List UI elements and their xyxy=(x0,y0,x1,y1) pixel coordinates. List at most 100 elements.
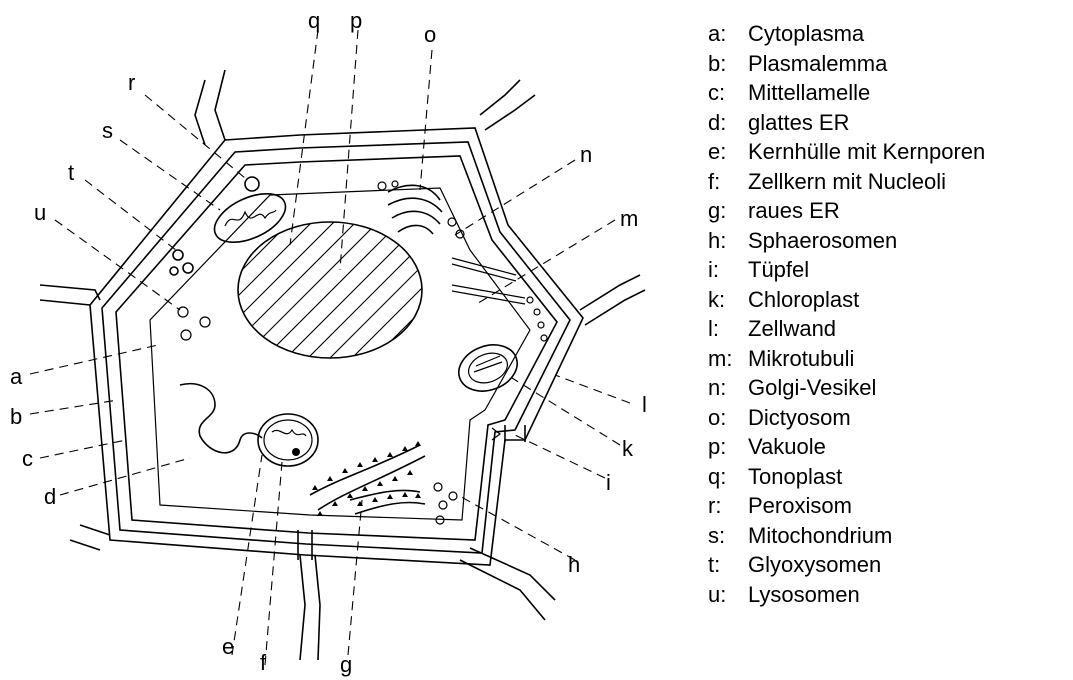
legend-label: raues ER xyxy=(748,198,840,223)
legend-key: e: xyxy=(708,137,748,167)
legend-item: m:Mikrotubuli xyxy=(708,344,1068,374)
legend-item: o:Dictyosom xyxy=(708,403,1068,433)
sphaerosomes xyxy=(434,483,457,524)
legend-label: Zellwand xyxy=(748,316,836,341)
legend-label: Sphaerosomen xyxy=(748,228,897,253)
legend-label: Peroxisom xyxy=(748,493,852,518)
pointer-p: p xyxy=(350,8,362,33)
legend-key: g: xyxy=(708,196,748,226)
pointer-q: q xyxy=(308,8,320,33)
legend-key: i: xyxy=(708,255,748,285)
legend-label: Mikrotubuli xyxy=(748,346,854,371)
legend-item: q:Tonoplast xyxy=(708,462,1068,492)
pointer-d: d xyxy=(44,484,56,509)
legend-label: glattes ER xyxy=(748,110,850,135)
legend-label: Tonoplast xyxy=(748,464,842,489)
pointer-u: u xyxy=(34,200,46,225)
nucleus xyxy=(20,220,600,360)
pointer-g: g xyxy=(340,652,352,677)
legend-label: Golgi-Vesikel xyxy=(748,375,876,400)
legend-item: u:Lysosomen xyxy=(708,580,1068,610)
pointer-s: s xyxy=(102,118,113,143)
legend-key: m: xyxy=(708,344,748,374)
legend-label: Vakuole xyxy=(748,434,826,459)
legend-item: e:Kernhülle mit Kernporen xyxy=(708,137,1068,167)
ribosome xyxy=(372,457,378,462)
nucleus-hatch-line xyxy=(394,220,534,360)
legend-item: k:Chloroplast xyxy=(708,285,1068,315)
legend-label: Mitochondrium xyxy=(748,523,892,548)
peroxisome xyxy=(245,177,259,191)
small-nucleus xyxy=(258,414,318,466)
ribosome xyxy=(357,462,363,467)
pointer-r: r xyxy=(128,70,135,95)
ribosome xyxy=(415,493,421,498)
lysosomes xyxy=(178,307,210,340)
pointer-k: k xyxy=(622,436,634,461)
ribosome xyxy=(342,468,348,473)
nucleus-hatch-line xyxy=(284,220,424,360)
legend-label: Glyoxysomen xyxy=(748,552,881,577)
legend-item: d:glattes ER xyxy=(708,108,1068,138)
nucleus-hatch-line xyxy=(416,220,556,360)
ribosome xyxy=(407,470,413,475)
nucleus-hatch-line xyxy=(240,220,380,360)
legend-item: c:Mittellamelle xyxy=(708,78,1068,108)
nucleus-hatch-line xyxy=(86,220,226,360)
ribosome xyxy=(377,481,383,486)
legend-key: s: xyxy=(708,521,748,551)
legend-key: d: xyxy=(708,108,748,138)
pointer-b: b xyxy=(10,404,22,429)
legend-label: Tüpfel xyxy=(748,257,809,282)
pointer-h: h xyxy=(568,552,580,577)
ribosome xyxy=(372,497,378,502)
ribosome xyxy=(392,476,398,481)
legend-key: f: xyxy=(708,167,748,197)
plant-cell-diagram: q p o r s n t u m a b l c k d i h e f g xyxy=(0,0,690,680)
legend-key: n: xyxy=(708,373,748,403)
smooth-er xyxy=(180,384,262,453)
legend: a:Cytoplasma b:Plasmalemma c:Mittellamel… xyxy=(708,19,1068,609)
legend-key: p: xyxy=(708,432,748,462)
legend-key: t: xyxy=(708,550,748,580)
legend-item: f:Zellkern mit Nucleoli xyxy=(708,167,1068,197)
legend-item: a:Cytoplasma xyxy=(708,19,1068,49)
legend-key: u: xyxy=(708,580,748,610)
leader-lines xyxy=(30,30,630,665)
pointer-o: o xyxy=(424,22,436,47)
legend-key: a: xyxy=(708,19,748,49)
legend-label: Cytoplasma xyxy=(748,21,864,46)
neighbour-walls xyxy=(40,70,645,660)
ribosome xyxy=(387,494,393,499)
legend-key: b: xyxy=(708,49,748,79)
ribosome xyxy=(402,446,408,451)
glyoxysomes xyxy=(170,250,193,275)
legend-item: g:raues ER xyxy=(708,196,1068,226)
legend-key: o: xyxy=(708,403,748,433)
legend-key: q: xyxy=(708,462,748,492)
legend-key: c: xyxy=(708,78,748,108)
legend-label: Dictyosom xyxy=(748,405,851,430)
chloroplast xyxy=(452,337,523,399)
legend-item: r:Peroxisom xyxy=(708,491,1068,521)
nucleus-hatch-line xyxy=(262,220,402,360)
pointer-f: f xyxy=(260,650,267,675)
microtubules xyxy=(452,258,525,304)
ribosome xyxy=(415,441,421,446)
legend-label: Kernhülle mit Kernporen xyxy=(748,139,985,164)
legend-label: Lysosomen xyxy=(748,582,860,607)
ribosome xyxy=(327,476,333,481)
legend-item: l:Zellwand xyxy=(708,314,1068,344)
legend-key: l: xyxy=(708,314,748,344)
pointer-e: e xyxy=(222,634,234,659)
membrane-vesicles xyxy=(527,297,547,341)
legend-item: i:Tüpfel xyxy=(708,255,1068,285)
pointer-t: t xyxy=(68,160,74,185)
legend-item: p:Vakuole xyxy=(708,432,1068,462)
pointer-i: i xyxy=(606,470,611,495)
ribosome xyxy=(317,511,323,516)
pointer-m: m xyxy=(620,206,638,231)
legend-label: Zellkern mit Nucleoli xyxy=(748,169,946,194)
nucleus-hatch-line xyxy=(328,220,468,360)
legend-item: b:Plasmalemma xyxy=(708,49,1068,79)
